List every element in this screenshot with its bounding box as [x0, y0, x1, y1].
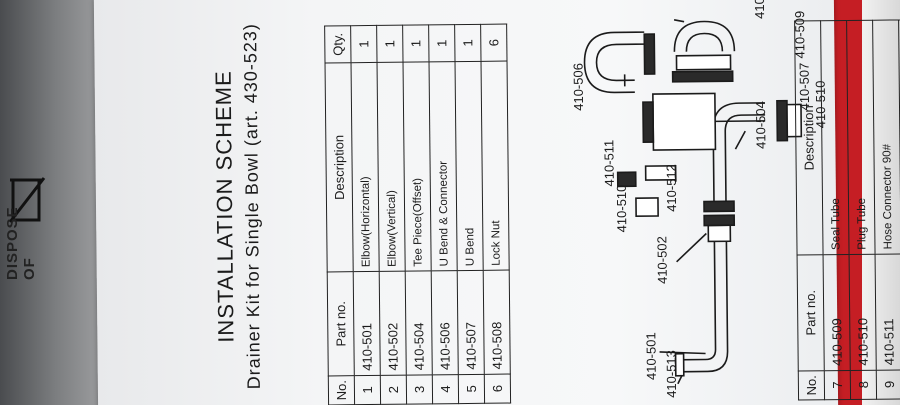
white-film	[862, 0, 900, 405]
col-description: Description	[794, 20, 824, 255]
col-no: No.	[798, 370, 825, 401]
vertical-pipe-502	[707, 224, 732, 243]
installation-diagram: 410-513 410-501 410-502 410-512 410-510 …	[571, 0, 829, 398]
cell-description: Plug Tube	[846, 20, 876, 255]
label-410-507: 410-507	[797, 63, 812, 111]
label-410-504: 410-504	[753, 101, 768, 149]
lock-nut-f	[671, 70, 734, 83]
cell-no: 8	[850, 369, 877, 400]
instruction-sheet: INSTALLATION SCHEME Drainer Kit for Sing…	[93, 0, 900, 405]
label-410-512: 410-512	[664, 164, 679, 212]
label-410-513: 410-513	[664, 350, 679, 398]
lock-nut-d	[776, 99, 789, 142]
lock-nut-a	[703, 214, 736, 227]
lock-nut-b	[703, 200, 735, 213]
u-bend-connector	[583, 31, 645, 94]
u-bend-connector-inner	[595, 43, 645, 82]
cell-no: 9	[876, 369, 900, 400]
plug-tube-510b	[616, 171, 637, 188]
u-bend	[673, 20, 736, 52]
label-410-501: 410-501	[643, 332, 658, 380]
cell-description: Hose Connector 90#	[872, 19, 900, 255]
dispose-text: DISPOSE OF	[4, 206, 38, 280]
col-part-no: Part no.	[797, 254, 825, 371]
cell-part-no: 410-511	[875, 253, 900, 370]
cell-no: 7	[824, 370, 851, 400]
label-410-502: 410-502	[654, 236, 669, 284]
hose-connector-511	[635, 197, 659, 218]
lock-nut-e	[643, 33, 656, 75]
seal-tube	[675, 54, 732, 71]
elbow-vertical	[724, 114, 766, 202]
plug-tube-510	[786, 103, 803, 138]
cell-part-no: 410-509	[823, 254, 851, 371]
cell-part-no: 410-510	[849, 254, 877, 371]
label-410-510-b: 410-510	[813, 80, 828, 128]
elbow-horizontal	[677, 241, 729, 373]
label-410-511: 410-511	[601, 140, 616, 187]
elbow-horizontal-inner	[677, 241, 717, 361]
tee-piece	[652, 92, 717, 151]
label-410-510-a: 410-510	[614, 185, 629, 233]
lock-nut-c	[642, 101, 655, 143]
cell-description: Seal Tube	[820, 20, 850, 255]
seal-rubber-513	[674, 352, 685, 377]
recycle-bin-icon	[8, 177, 46, 223]
label-410-509: 410-509	[792, 11, 807, 59]
label-410-508: 410-508	[752, 0, 767, 19]
u-bend-inner	[685, 32, 724, 52]
table-header-row: No. Part no. Description	[794, 20, 825, 401]
document-page: INSTALLATION SCHEME Drainer Kit for Sing…	[204, 0, 900, 405]
label-410-506: 410-506	[571, 63, 586, 111]
